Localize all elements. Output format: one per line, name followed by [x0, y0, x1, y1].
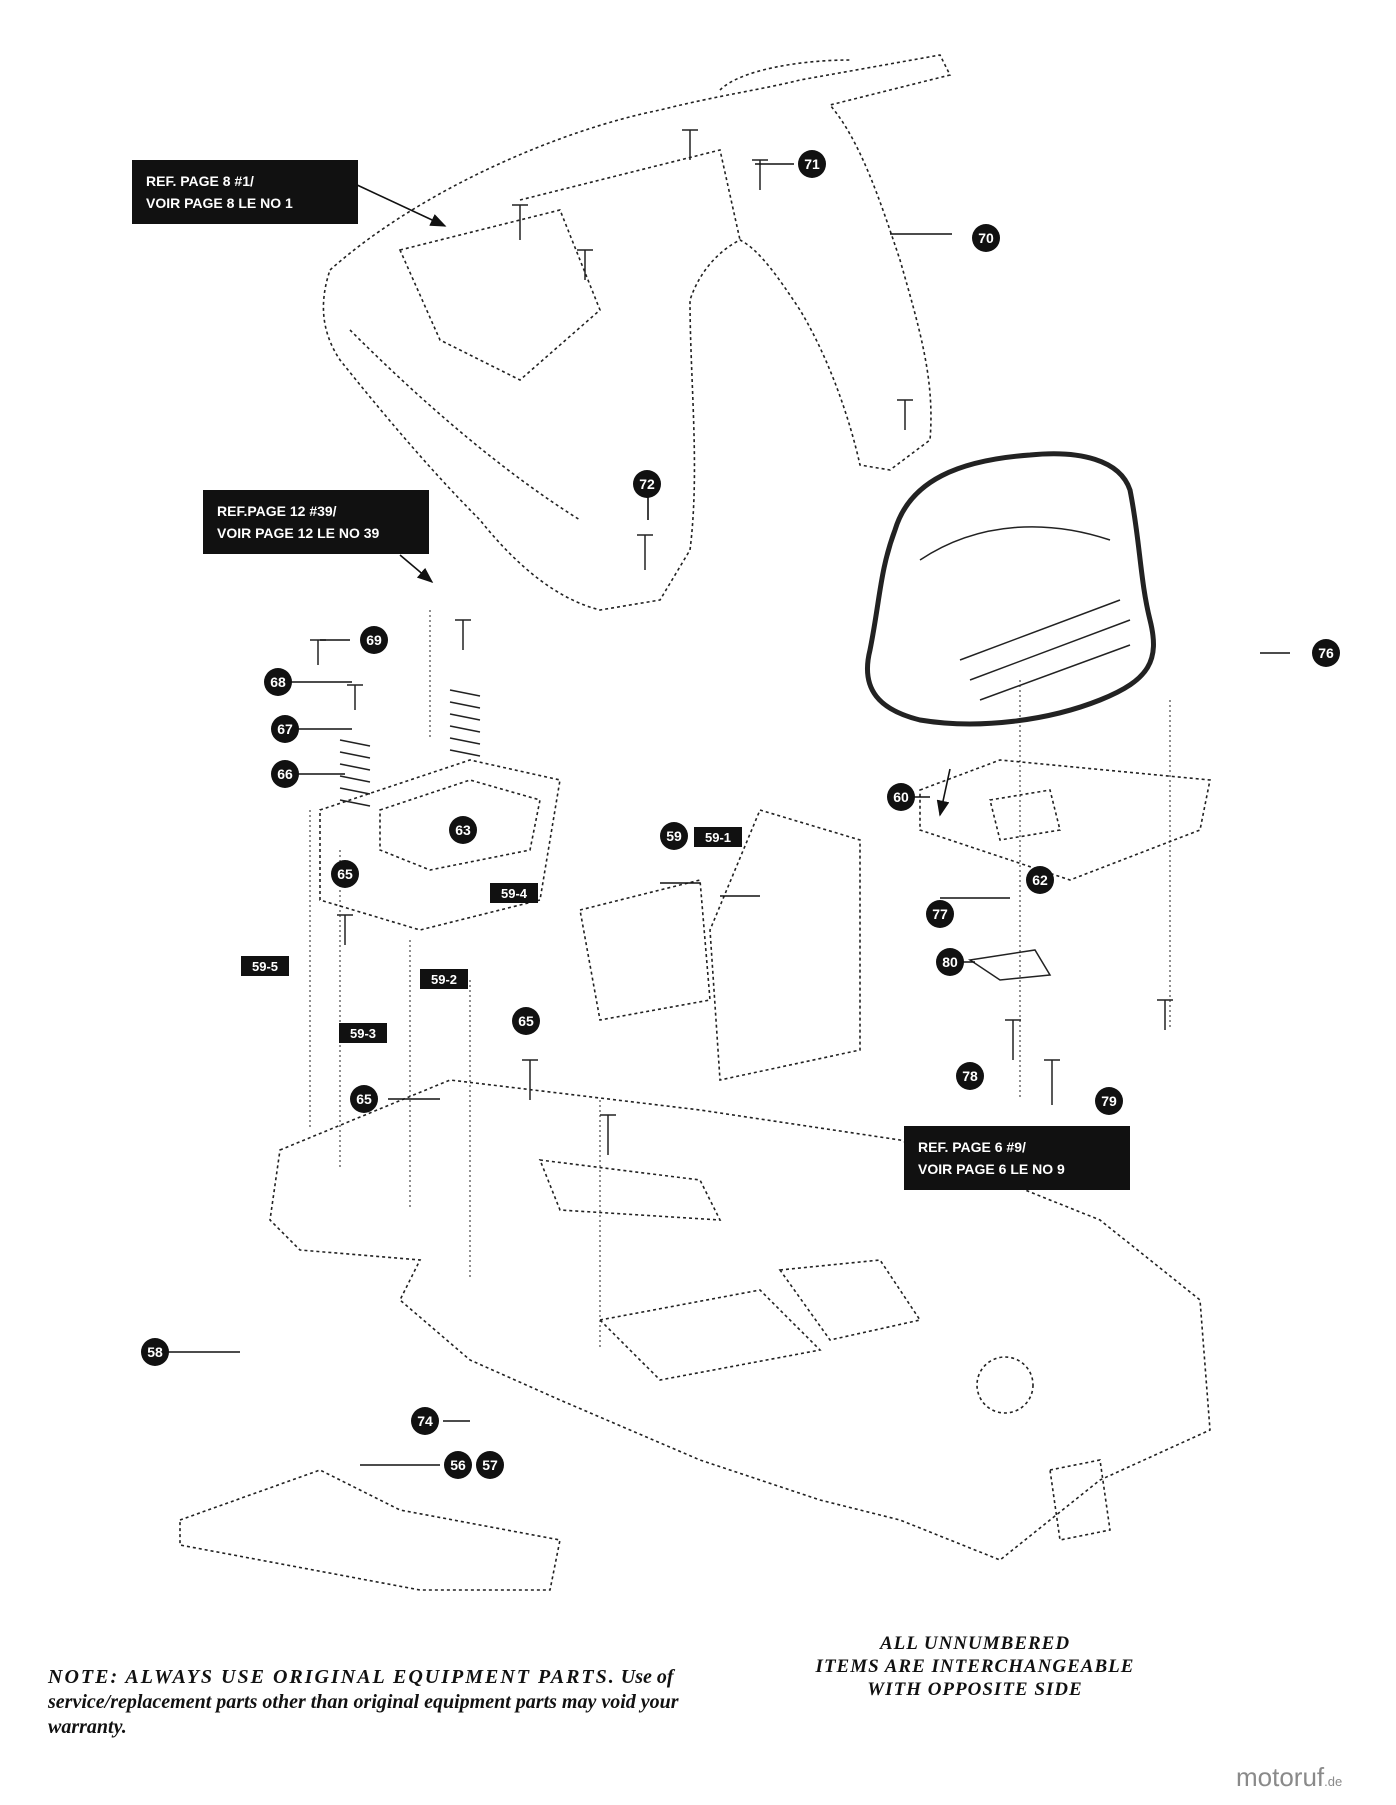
ref-box-page12: REF.PAGE 12 #39/ VOIR PAGE 12 LE NO 39 [203, 490, 429, 554]
ref-line: VOIR PAGE 6 LE NO 9 [918, 1161, 1065, 1177]
latch [967, 949, 1052, 981]
svg-text:59-2: 59-2 [431, 972, 457, 987]
seat-plate [919, 759, 1211, 881]
callout-67: 67 [271, 715, 299, 743]
brand-name: motoruf [1236, 1762, 1325, 1792]
svg-text:63: 63 [455, 822, 471, 838]
callout-59: 59 [660, 822, 688, 850]
svg-text:68: 68 [270, 674, 286, 690]
svg-text:66: 66 [277, 766, 293, 782]
callout-65: 65 [350, 1085, 378, 1113]
callout-56: 56 [444, 1451, 472, 1479]
svg-text:58: 58 [147, 1344, 163, 1360]
brand-tld: .de [1324, 1774, 1343, 1789]
ref-line: REF. PAGE 6 #9/ [918, 1139, 1026, 1155]
svg-text:65: 65 [356, 1091, 372, 1107]
spring-left [339, 739, 371, 807]
callout-69: 69 [360, 626, 388, 654]
svg-text:72: 72 [639, 476, 655, 492]
svg-text:78: 78 [962, 1068, 978, 1084]
interchangeable-note: ALL UNNUMBERED ITEMS ARE INTERCHANGEABLE… [740, 1632, 1210, 1701]
bottom-plate [179, 1469, 561, 1591]
tag-59-2: 59-2 [420, 969, 468, 989]
spring-right [449, 689, 481, 757]
note-text: Use of service/replacement parts other t… [48, 1666, 679, 1738]
svg-text:76: 76 [1318, 645, 1334, 661]
note-caps: NOTE: ALWAYS USE ORIGINAL EQUIPMENT PART… [48, 1666, 616, 1688]
tag-59-5: 59-5 [241, 956, 289, 976]
brand-logo: motoruf.de [1236, 1762, 1342, 1793]
seat-outline [864, 451, 1156, 727]
callouts: 71 70 72 69 68 67 66 63 65 59 62 76 60 77 80 65 65 78 79 58… [141, 150, 1340, 1479]
note-line: ITEMS ARE INTERCHANGEABLE [815, 1656, 1135, 1677]
svg-text:59-4: 59-4 [501, 886, 528, 901]
svg-text:71: 71 [804, 156, 820, 172]
mount-plate [319, 759, 561, 931]
callout-70: 70 [972, 224, 1000, 252]
callout-58: 58 [141, 1338, 169, 1366]
svg-text:80: 80 [942, 954, 958, 970]
tag-59-4: 59-4 [490, 883, 538, 903]
tag-59-3: 59-3 [339, 1023, 387, 1043]
svg-text:57: 57 [482, 1457, 498, 1473]
ref-box-page8: REF. PAGE 8 #1/ VOIR PAGE 8 LE NO 1 [132, 160, 358, 224]
ref-line: REF. PAGE 8 #1/ [146, 173, 254, 189]
tag-59-1: 59-1 [694, 827, 742, 847]
svg-text:59-5: 59-5 [252, 959, 278, 974]
fender-panel [398, 209, 601, 381]
svg-text:65: 65 [337, 866, 353, 882]
callout-79: 79 [1095, 1087, 1123, 1115]
svg-text:74: 74 [417, 1413, 433, 1429]
callout-76: 76 [1312, 639, 1340, 667]
tractor-frame [269, 1079, 1211, 1561]
svg-text:59-1: 59-1 [705, 830, 731, 845]
callout-65: 65 [512, 1007, 540, 1035]
svg-text:65: 65 [518, 1013, 534, 1029]
ref-box-page6: REF. PAGE 6 #9/ VOIR PAGE 6 LE NO 9 [904, 1126, 1130, 1190]
callout-63: 63 [449, 816, 477, 844]
callout-66: 66 [271, 760, 299, 788]
callout-65: 65 [331, 860, 359, 888]
svg-text:62: 62 [1032, 872, 1048, 888]
svg-text:77: 77 [932, 906, 948, 922]
seat-bracket [709, 809, 861, 1081]
svg-text:70: 70 [978, 230, 994, 246]
svg-text:69: 69 [366, 632, 382, 648]
ref-line: VOIR PAGE 12 LE NO 39 [217, 525, 380, 541]
bolts [310, 129, 1173, 1155]
callout-68: 68 [264, 668, 292, 696]
part-tags: 59-1 59-4 59-5 59-2 59-3 [241, 827, 742, 1043]
svg-text:60: 60 [893, 789, 909, 805]
callout-72: 72 [633, 470, 661, 498]
callout-78: 78 [956, 1062, 984, 1090]
callout-62: 62 [1026, 866, 1054, 894]
ref-line: VOIR PAGE 8 LE NO 1 [146, 195, 293, 211]
callout-74: 74 [411, 1407, 439, 1435]
callout-71: 71 [798, 150, 826, 178]
svg-text:67: 67 [277, 721, 293, 737]
svg-text:56: 56 [450, 1457, 466, 1473]
ref-line: REF.PAGE 12 #39/ [217, 503, 337, 519]
svg-text:79: 79 [1101, 1093, 1117, 1109]
note-line: WITH OPPOSITE SIDE [867, 1679, 1083, 1700]
callout-80: 80 [936, 948, 964, 976]
callout-77: 77 [926, 900, 954, 928]
callout-60: 60 [887, 783, 915, 811]
warranty-note: NOTE: ALWAYS USE ORIGINAL EQUIPMENT PART… [48, 1665, 698, 1740]
svg-text:59: 59 [666, 828, 682, 844]
callout-57: 57 [476, 1451, 504, 1479]
svg-text:59-3: 59-3 [350, 1026, 376, 1041]
note-line: ALL UNNUMBERED [879, 1633, 1071, 1654]
